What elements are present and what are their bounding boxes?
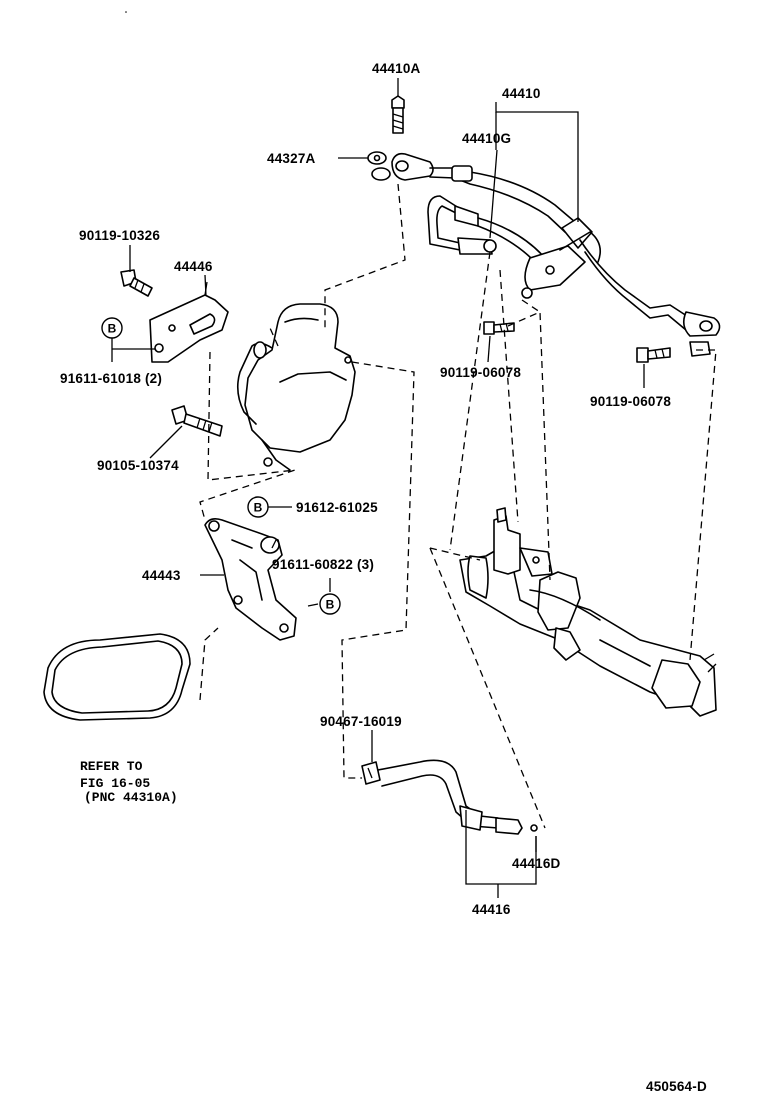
svg-text:B: B	[326, 598, 335, 612]
union-bolt-44410A	[391, 95, 405, 134]
pressure-hose-eye-fitting	[391, 152, 434, 181]
return-hose-44416	[377, 759, 538, 835]
label-44416D: 44416D	[512, 856, 561, 871]
bolt-90119-06078-left	[483, 321, 515, 335]
diagram-id: 450564-D	[646, 1079, 707, 1094]
drive-belt	[43, 633, 191, 721]
refer-note-line1: REFER TO	[80, 759, 143, 774]
marker-b-1: B	[101, 317, 123, 339]
return-pipe-44410G	[427, 195, 601, 299]
label-91611-61018: 91611-61018 (2)	[60, 371, 162, 386]
bolt-90119-06078-right	[636, 341, 711, 363]
label-90119-06078-right: 90119-06078	[590, 394, 671, 409]
steering-gear-housing	[459, 507, 717, 717]
label-90467-16019: 90467-16019	[320, 714, 402, 729]
label-91612-61025: 91612-61025	[296, 500, 378, 515]
label-44327A: 44327A	[267, 151, 316, 166]
label-91611-60822: 91611-60822 (3)	[272, 557, 374, 572]
marker-b-3: B	[319, 593, 341, 615]
leader-lines	[111, 78, 645, 898]
label-44443: 44443	[142, 568, 181, 583]
bracket-44443	[204, 518, 297, 641]
svg-text:B: B	[108, 322, 117, 336]
label-44410G: 44410G	[462, 131, 511, 146]
power-steering-pump	[236, 303, 356, 471]
marker-b-2: B	[247, 496, 269, 518]
label-90119-06078-left: 90119-06078	[440, 365, 521, 380]
label-44410: 44410	[502, 86, 541, 101]
relation-lines	[199, 183, 717, 829]
bolt-90105-10374	[171, 405, 223, 437]
label-44446: 44446	[174, 259, 213, 274]
label-90105-10374: 90105-10374	[97, 458, 179, 473]
label-44416: 44416	[472, 902, 511, 917]
bracket-44446	[149, 281, 229, 363]
label-44410A: 44410A	[372, 61, 421, 76]
svg-text:B: B	[254, 501, 263, 515]
bolt-90119-10326	[120, 269, 153, 297]
refer-note-line3: (PNC 44310A)	[84, 790, 178, 805]
gasket-44327A	[367, 151, 391, 181]
clip-90467-16019	[361, 761, 381, 785]
pressure-hose-44410	[429, 165, 721, 337]
refer-note-line2: FIG 16-05	[80, 776, 150, 791]
label-90119-10326: 90119-10326	[79, 228, 160, 243]
